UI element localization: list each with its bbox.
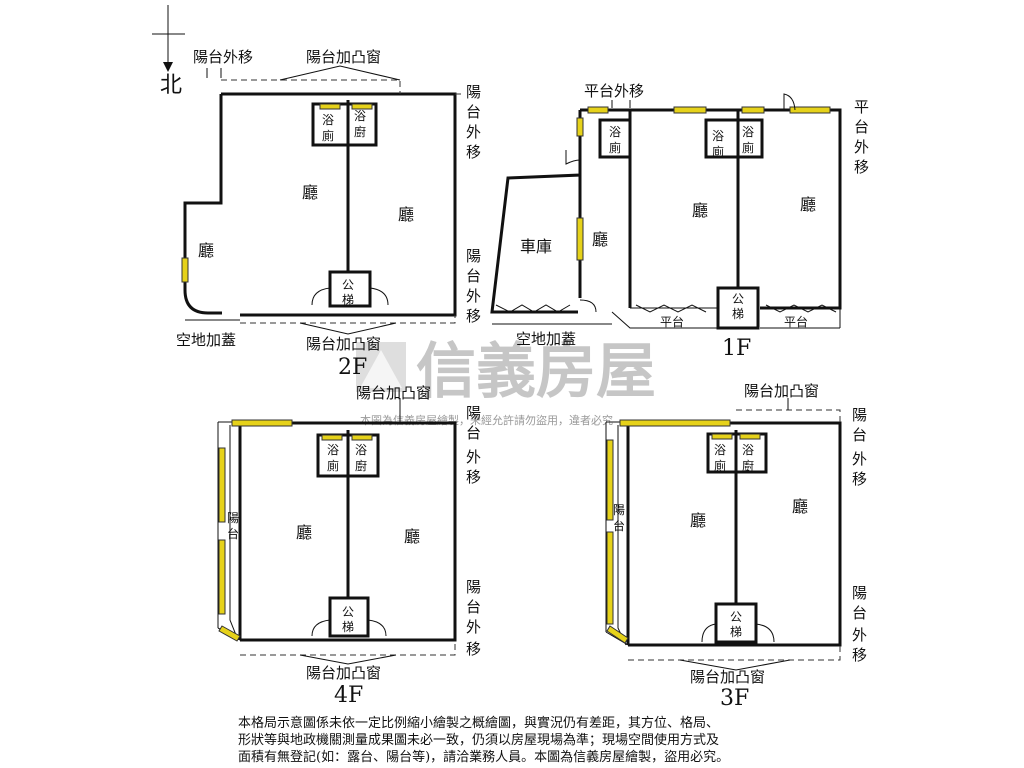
room-label: 廚	[354, 124, 366, 139]
balcony-label: 陽	[227, 511, 239, 525]
room-label: 浴	[322, 113, 334, 127]
room-label: 浴	[712, 129, 724, 143]
room-label: 廳	[296, 523, 312, 542]
room-label: 浴	[609, 125, 621, 139]
floor-label-3f: 3F	[720, 686, 749, 711]
vertical-char: 移	[466, 143, 481, 161]
vertical-char: 台	[852, 426, 867, 444]
disclaimer-line: 面積有無登記(如：露台、陽台等)，請洽業務人員。本圖為信義房屋繪製，盜用必究。	[238, 750, 730, 765]
vertical-char: 外	[466, 123, 481, 141]
stair-label: 公	[732, 292, 744, 306]
room-label: 廁	[322, 128, 334, 143]
room-label: 廚	[355, 458, 367, 473]
vertical-char: 移	[852, 470, 867, 488]
stair-label: 梯	[730, 625, 742, 639]
vertical-char: 台	[466, 598, 481, 616]
floor-plan-4f: 廳 廳 陽 台 浴 廁 浴 廚 公 梯 陽台加凸窗 陽台加凸窗 陽 台 外 移 …	[217, 384, 481, 708]
room-label: 廚	[742, 458, 754, 473]
room-label: 廁	[327, 458, 339, 473]
stair-label: 公	[342, 278, 354, 292]
annotation-platform-shift: 平台外移	[584, 82, 644, 100]
north-label: 北	[160, 73, 182, 98]
balcony-label: 台	[227, 526, 239, 541]
disclaimer-line: 本格局示意圖係未依一定比例縮小繪製之概繪圖，與實況仍有差距，其方位、格局、	[238, 716, 720, 731]
vertical-char: 台	[466, 103, 481, 121]
vertical-char: 移	[854, 158, 869, 176]
room-label: 浴	[327, 443, 339, 457]
balcony-label: 台	[613, 518, 625, 533]
room-label: 浴	[355, 443, 367, 457]
room-label: 浴	[714, 443, 726, 457]
vertical-char: 陽	[852, 584, 867, 602]
vertical-char: 外	[466, 287, 481, 305]
annotation-yard-cover: 空地加蓋	[516, 330, 576, 348]
stair-label: 梯	[342, 293, 354, 307]
vertical-char: 陽	[466, 404, 481, 422]
annotation-yard-cover: 空地加蓋	[176, 331, 236, 349]
annotation-balcony-bay-window: 陽台加凸窗	[306, 335, 381, 353]
vertical-char: 移	[466, 468, 481, 486]
vertical-char: 外	[852, 626, 867, 644]
floor-plan-2f: 廳 廳 廳 浴 廁 浴 廚 公 梯 陽台外移 陽台加凸窗 空地加蓋 陽台加凸窗 …	[176, 48, 481, 380]
vertical-char: 台	[466, 267, 481, 285]
vertical-char: 移	[466, 307, 481, 325]
room-label: 廁	[714, 458, 726, 473]
room-label: 廁	[742, 140, 754, 155]
vertical-char: 移	[852, 646, 867, 664]
stair-label: 梯	[732, 307, 744, 321]
stair-label: 公	[730, 610, 742, 624]
watermark-brand: 信義房屋	[416, 337, 656, 407]
annotation-balcony-bay-window: 陽台加凸窗	[356, 384, 431, 402]
annotation-balcony-bay-window: 陽台加凸窗	[744, 382, 819, 400]
room-label: 廳	[692, 201, 708, 220]
vertical-char: 台	[854, 118, 869, 136]
vertical-char: 陽	[466, 578, 481, 596]
room-label: 浴	[742, 125, 754, 139]
floor-label-2f: 2F	[338, 355, 367, 380]
vertical-char: 陽	[466, 247, 481, 265]
balcony-label: 陽	[613, 503, 625, 517]
disclaimer-line: 形狀等與地政機關測量成果圖未必一致，仍須以房屋現場為準；現場空間使用方式及	[238, 733, 720, 748]
annotation-balcony-bay-window: 陽台加凸窗	[690, 668, 765, 686]
room-label: 廁	[712, 144, 724, 159]
vertical-char: 外	[466, 448, 481, 466]
room-label: 廳	[398, 205, 414, 224]
platform-label: 平台	[660, 314, 684, 329]
floor-plan-3f: 廳 廳 陽 台 浴 廁 浴 廚 公 梯 陽台加凸窗 陽台加凸窗 陽 台 外 移 …	[605, 382, 867, 711]
vertical-char: 外	[466, 618, 481, 636]
vertical-char: 移	[466, 640, 481, 658]
vertical-char: 平	[854, 98, 869, 116]
compass: 北	[152, 5, 185, 98]
room-label: 浴	[742, 443, 754, 457]
stair-label: 梯	[342, 620, 354, 634]
room-label: 廁	[609, 140, 621, 155]
vertical-char: 陽	[852, 406, 867, 424]
room-label: 廳	[800, 195, 816, 214]
floor-plan-1f: 車庫 廳 廳 廳 浴 廁 浴 廁 浴 廁 公 梯 平台 平台 平台外移 空地加蓋…	[490, 82, 869, 361]
disclaimer-text: 本格局示意圖係未依一定比例縮小繪製之概繪圖，與實況仍有差距，其方位、格局、 形狀…	[238, 715, 798, 766]
stair-label: 公	[342, 605, 354, 619]
vertical-char: 外	[854, 138, 869, 156]
annotation-balcony-bay-window: 陽台加凸窗	[306, 664, 381, 682]
vertical-char: 台	[852, 604, 867, 622]
annotation-balcony-shift: 陽台外移	[193, 48, 253, 66]
room-label: 廳	[198, 241, 214, 260]
room-label: 廳	[792, 497, 808, 516]
floor-label-4f: 4F	[334, 683, 363, 708]
room-label: 廳	[404, 527, 420, 546]
platform-label: 平台	[784, 314, 808, 329]
floor-label-1f: 1F	[722, 336, 751, 361]
vertical-char: 陽	[466, 83, 481, 101]
room-label: 廳	[592, 230, 608, 249]
vertical-char: 台	[466, 424, 481, 442]
room-label: 車庫	[520, 237, 552, 256]
vertical-char: 外	[852, 450, 867, 468]
watermark: 信義房屋 本圖為信義房屋繪製，未經允許請勿盜用，違者必究	[356, 337, 656, 427]
annotation-balcony-bay-window: 陽台加凸窗	[306, 48, 381, 66]
room-label: 廳	[690, 511, 706, 530]
room-label: 浴	[354, 109, 366, 123]
watermark-notice: 本圖為信義房屋繪製，未經允許請勿盜用，違者必究	[360, 413, 613, 427]
room-label: 廳	[302, 183, 318, 202]
